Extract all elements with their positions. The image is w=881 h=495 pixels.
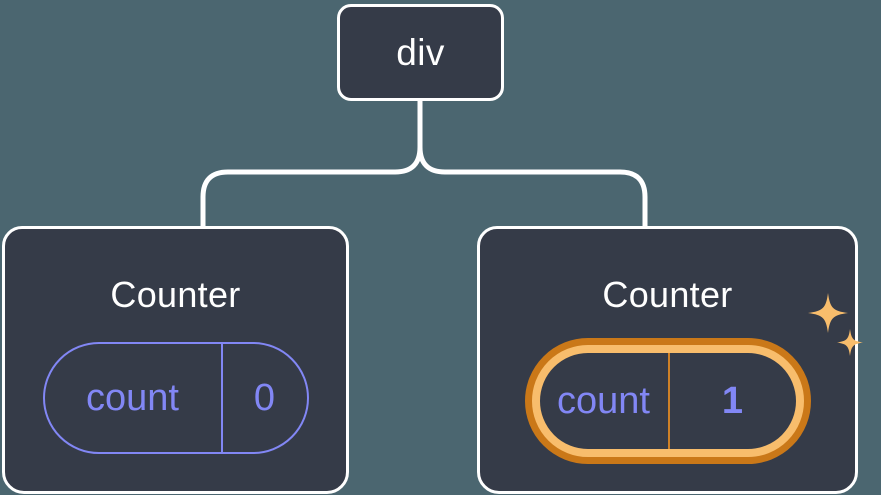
state-pill-left[interactable]: count 0 (42, 342, 309, 454)
node-counter-left[interactable]: Counter count 0 (2, 226, 349, 494)
state-value-right: 1 (721, 380, 744, 422)
state-pill-right-wrapper: count 1 (524, 293, 863, 464)
state-pill-right[interactable]: count 1 (531, 345, 804, 457)
node-div-label: div (396, 32, 445, 73)
node-counter-right[interactable]: Counter count 1 (477, 226, 863, 494)
node-counter-left-label: Counter (110, 274, 241, 315)
state-key-left: count (45, 344, 223, 452)
state-key-right: count (540, 353, 670, 449)
node-counter-right-label: Counter (602, 274, 733, 315)
state-pill-left-wrapper: count 0 (42, 313, 309, 454)
state-pill-right-highlight-ring: count 1 (524, 338, 811, 464)
state-value-left: 0 (253, 377, 276, 419)
sparkles-icon (807, 293, 863, 356)
node-div[interactable]: div (337, 4, 504, 101)
